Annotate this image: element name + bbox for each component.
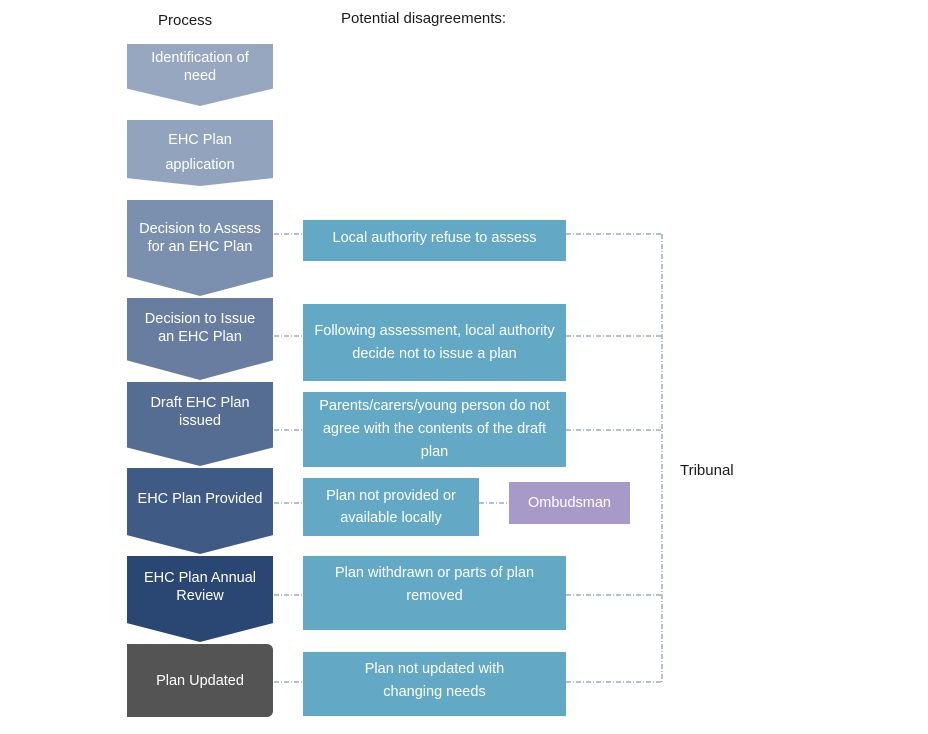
process-step-label: EHC Plan application	[165, 132, 235, 173]
process-header: Process	[158, 12, 213, 29]
process-step-draft-issued: Draft EHC Plan issued	[127, 382, 273, 466]
disagreement-label: Local authority refuse to assess	[332, 230, 537, 246]
process-step-decision-issue: Decision to Issue an EHC Plan	[127, 298, 273, 380]
disagreement-not-updated: Plan not updated with changing needs	[303, 652, 566, 716]
process-step-label: Draft EHC Plan issued	[150, 395, 250, 429]
process-step-label: Identification of need	[151, 50, 249, 84]
disagreement-label: Plan not provided or available locally	[326, 488, 456, 526]
process-step-label: Decision to Issue an EHC Plan	[144, 311, 256, 345]
process-step-label: EHC Plan Provided	[137, 491, 263, 507]
disagreement-refuse-assess: Local authority refuse to assess	[303, 220, 566, 261]
ombudsman-box: Ombudsman	[509, 482, 630, 524]
process-step-label: Plan Updated	[156, 672, 244, 689]
process-step-label: Decision to Assess for an EHC Plan	[139, 221, 261, 255]
process-step-plan-updated: Plan Updated	[127, 644, 273, 717]
disagreement-label: Following assessment, local authority de…	[314, 322, 555, 362]
process-step-decision-assess: Decision to Assess for an EHC Plan	[127, 200, 273, 296]
process-step-annual-review: EHC Plan Annual Review	[127, 556, 273, 642]
process-step-application: EHC Plan application	[127, 120, 273, 186]
disagreement-label: Parents/carers/young person do not agree…	[319, 398, 550, 460]
disagreement-not-provided: Plan not provided or available locally	[303, 478, 479, 536]
disagreement-label: Plan not updated with changing needs	[364, 661, 505, 700]
disagreement-label: Plan withdrawn or parts of plan removed	[334, 565, 535, 604]
process-step-provided: EHC Plan Provided	[127, 468, 273, 554]
disagreement-withdrawn: Plan withdrawn or parts of plan removed	[303, 556, 566, 630]
disagreements-header: Potential disagreements:	[341, 10, 507, 27]
process-step-label: EHC Plan Annual Review	[143, 570, 257, 604]
disagreement-not-issue: Following assessment, local authority de…	[303, 304, 566, 381]
ombudsman-label: Ombudsman	[527, 495, 611, 511]
tribunal-label: Tribunal	[680, 462, 734, 479]
disagreement-draft-contents: Parents/carers/young person do not agree…	[303, 392, 566, 467]
